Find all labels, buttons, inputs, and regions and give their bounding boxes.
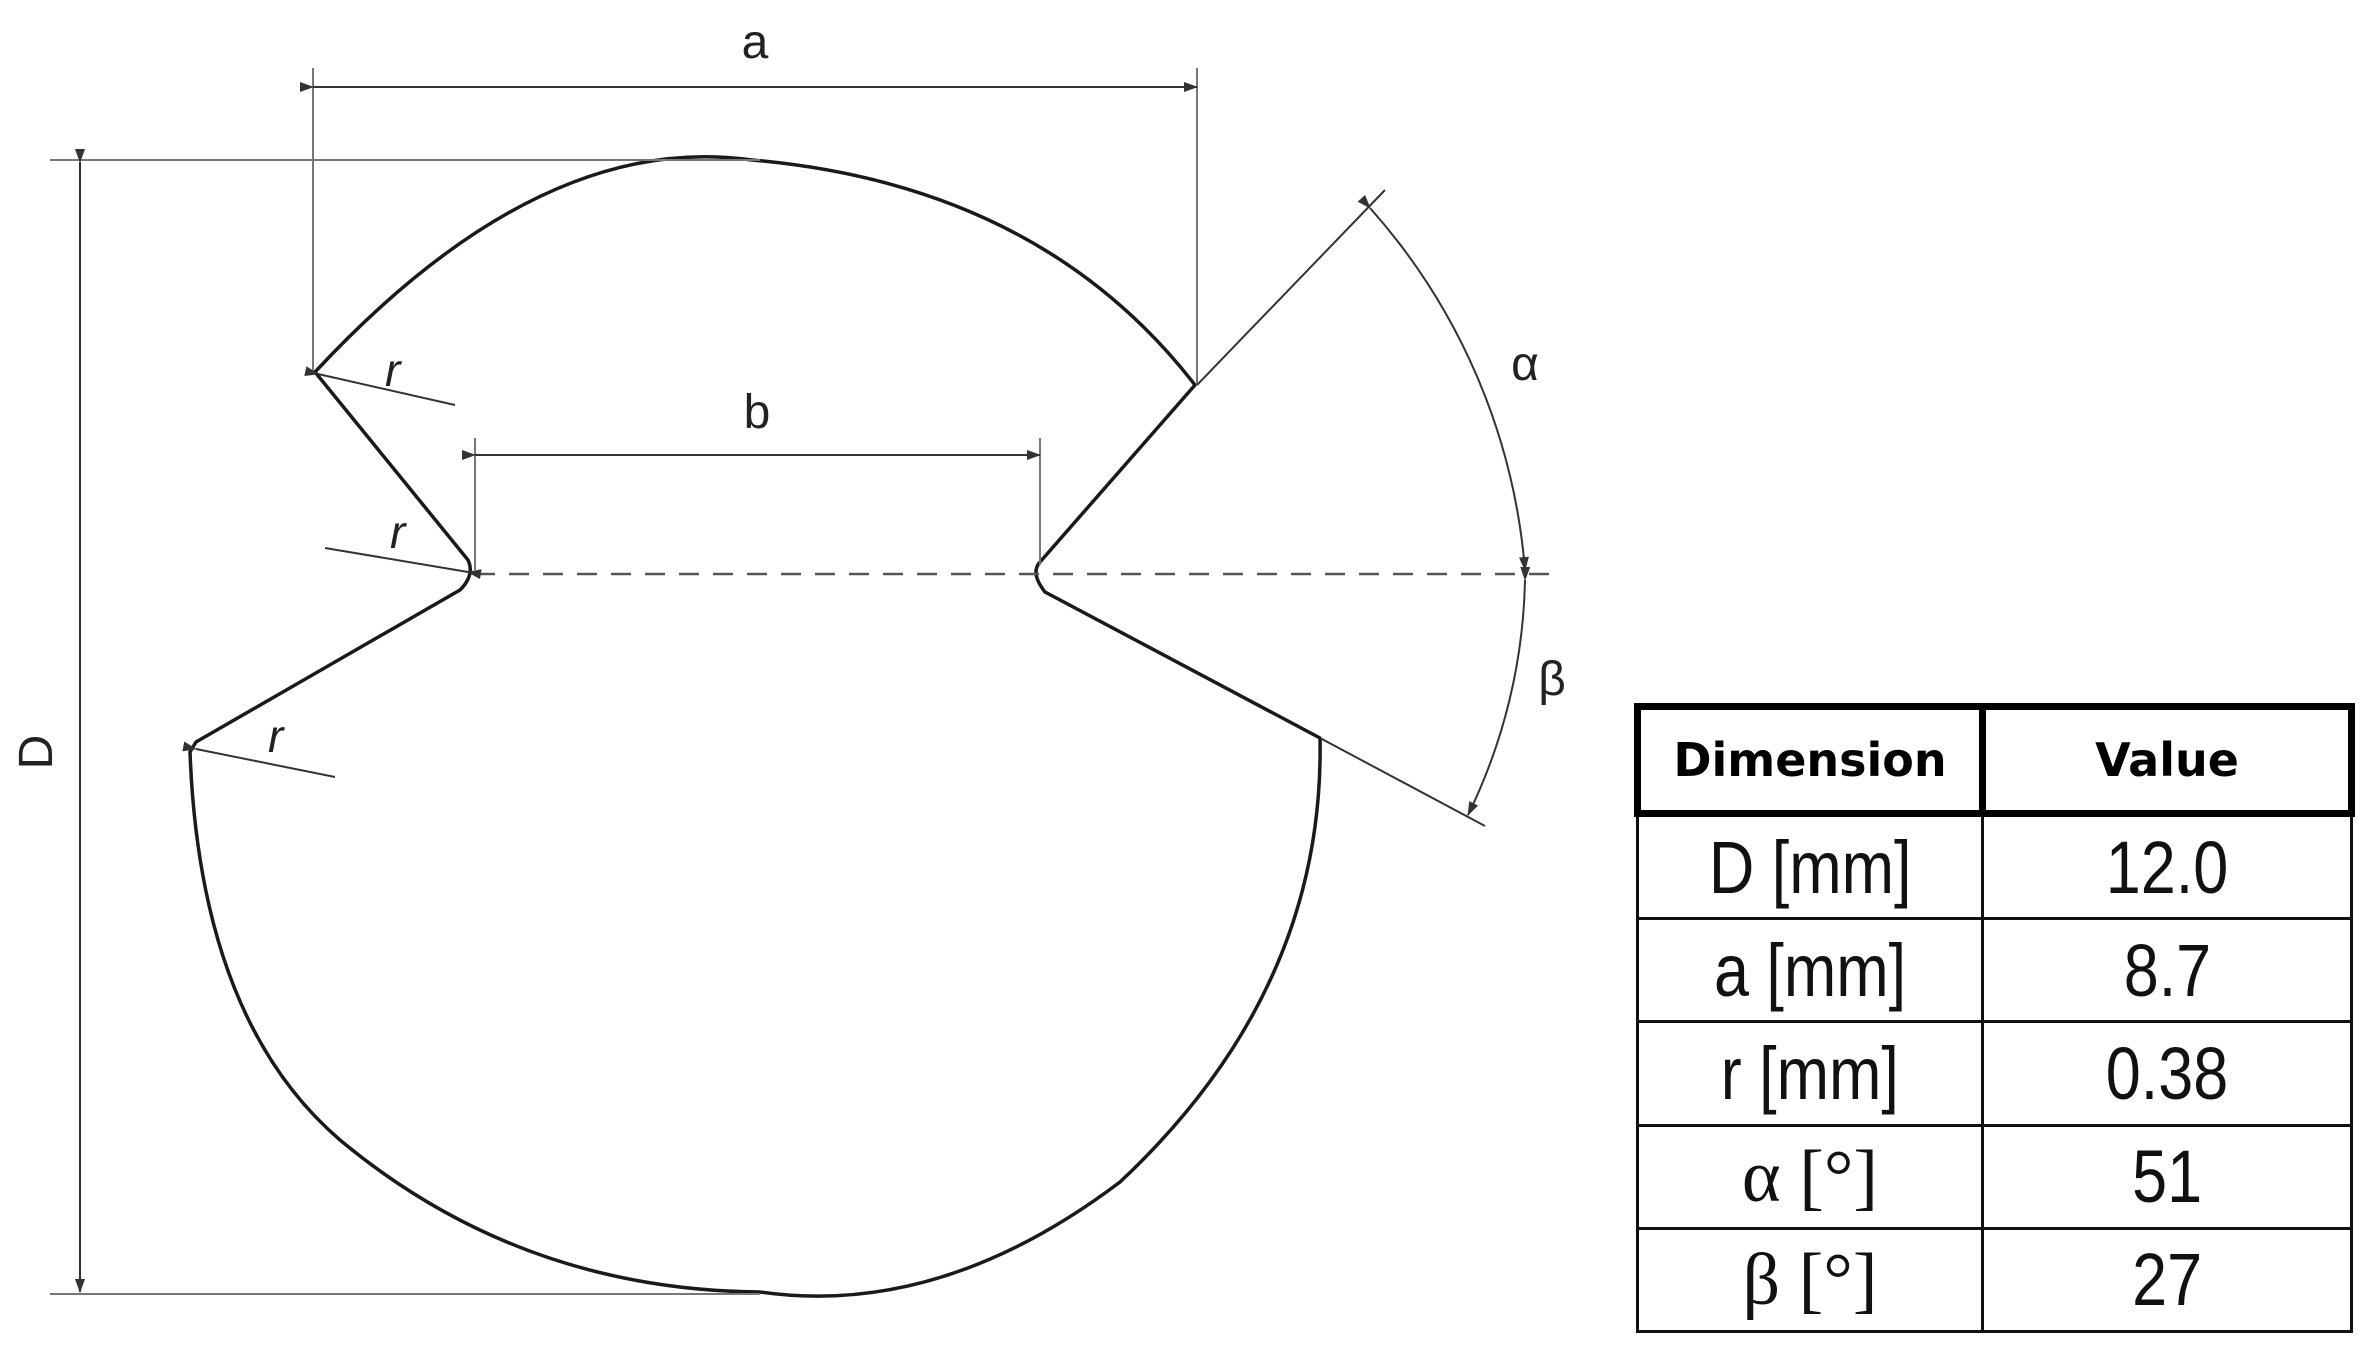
cell-dimension: α [°] [1636,1123,1984,1230]
cell-dimension: β [°] [1636,1226,1984,1334]
cell-value: 51 [1981,1123,2353,1230]
header-value: Value [1979,702,2355,818]
alpha-arc [1357,194,1529,571]
table-row: r [mm] 0.38 [1636,1020,2353,1127]
cell-value: 8.7 [1981,917,2353,1024]
r-leader-bottom [182,741,336,778]
cell-value: 12.0 [1981,812,2353,921]
cell-dimension: a [mm] [1636,917,1984,1024]
header-dimension: Dimension [1634,702,1986,818]
label-a: a [742,16,769,69]
table-row: α [°] 51 [1636,1123,2353,1230]
label-D: D [10,735,63,770]
cell-value: 27 [1981,1226,2353,1334]
label-r-middle: r [390,506,407,558]
table-row: β [°] 27 [1636,1226,2353,1334]
table-row: a [mm] 8.7 [1636,917,2353,1024]
alpha-extension-line [1196,189,1386,386]
cell-dimension: D [mm] [1636,812,1984,921]
label-r-top: r [385,344,402,396]
label-b: b [744,386,771,439]
cell-value: 0.38 [1981,1020,2353,1127]
table-header-row: Dimension Value [1634,702,2355,818]
label-alpha: α [1511,338,1539,391]
r-leader-middle [324,547,482,580]
label-beta: β [1538,653,1566,706]
label-r-bottom: r [268,710,285,762]
table-row: D [mm] 12.0 [1636,812,2353,921]
beta-arc [1467,566,1531,816]
dimension-table: Dimension Value D [mm] 12.0 a [mm] 8.7 r… [1634,702,2355,1334]
r-leader-top [304,366,456,406]
profile-outline [188,155,1322,1298]
cell-dimension: r [mm] [1636,1020,1984,1127]
beta-extension-line [1319,737,1486,827]
